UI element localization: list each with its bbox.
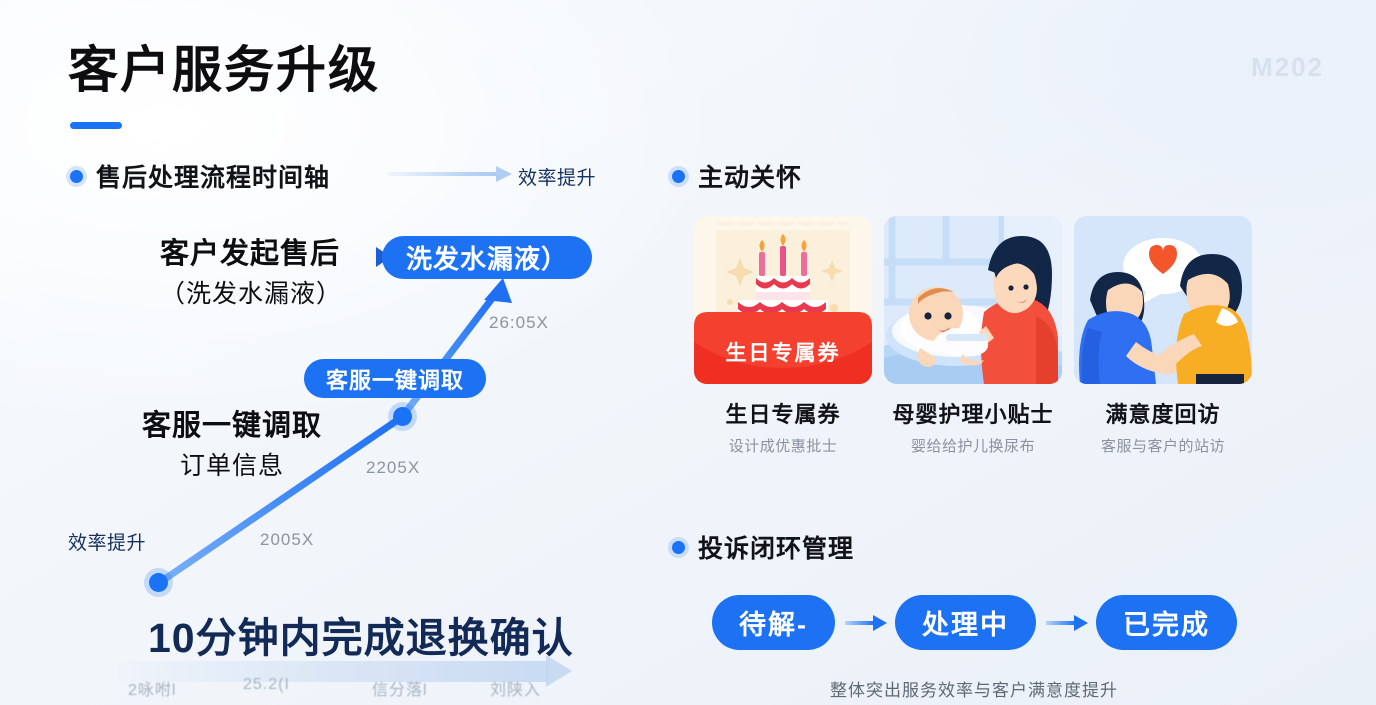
flow-step-processing[interactable]: 处理中	[895, 595, 1036, 650]
timeline-stage-2-subtitle: 订单信息	[180, 452, 285, 480]
efficiency-arrow-label: 效率提升	[518, 168, 597, 189]
flow-step-pending[interactable]: 待解-	[712, 595, 835, 650]
timeline-axis-tick-1: 2咏咐l	[128, 682, 177, 699]
care-card-subtitle: 设计成优惠批士	[728, 438, 838, 455]
bullet-dot-icon	[672, 169, 685, 183]
timeline-axis-bar	[118, 661, 548, 682]
arrow-head	[1074, 614, 1088, 631]
arrow-shaft	[845, 620, 875, 625]
timeline-line-graphic	[155, 278, 512, 587]
timeline-stage-2: 客服一键调取 订单信息	[142, 402, 322, 482]
timeline-node-mid	[393, 407, 412, 426]
page-title: 客户服务升级	[68, 42, 380, 98]
birthday-coupon-cake-icon: 生日专属券	[694, 216, 872, 384]
card-badge-label: 生日专属券	[725, 342, 841, 365]
arrow-head	[873, 614, 887, 631]
timeline-left-axis-label: 效率提升	[68, 533, 147, 554]
timeline-stage-2-title: 客服一键调取	[142, 410, 323, 442]
care-card[interactable]: 母婴护理小贴士 婴给给护儿换尿布	[884, 216, 1062, 456]
bullet-dot-icon	[70, 169, 83, 183]
timeline-axis-tick-2: 25.2(I	[243, 676, 290, 693]
timeline-stage-1: 客户发起售后 （洗发水漏液）	[160, 230, 342, 310]
section-header-care: 主动关怀	[672, 158, 802, 194]
mother-and-baby-icon	[884, 216, 1062, 384]
title-underline-rule	[70, 122, 122, 129]
section-label-complaint: 投诉闭环管理	[698, 535, 855, 563]
timeline-kpi-headline: 10分钟内完成退换确认	[148, 615, 574, 661]
care-card-title: 母婴护理小贴士	[892, 402, 1054, 427]
section-label-timeline: 售后处理流程时间轴	[96, 164, 331, 192]
timeline-metric-3: 2005X	[260, 530, 315, 549]
timeline-metric-1: 26:05X	[489, 313, 549, 332]
arrow-shaft	[388, 172, 500, 176]
care-card-subtitle: 客服与客户的站访	[1100, 438, 1225, 455]
complaint-flow: 待解- 处理中 已完成	[712, 595, 1237, 650]
care-card-subtitle: 婴给给护儿换尿布	[910, 438, 1035, 455]
arrow-head	[496, 166, 512, 182]
timeline-metric-2: 2205X	[366, 458, 421, 477]
section-header-timeline: 售后处理流程时间轴	[70, 158, 330, 194]
timeline-node-start	[149, 573, 168, 592]
timeline-pill-issue[interactable]: 洗发水漏液）	[382, 236, 593, 279]
arrow-shaft	[1046, 620, 1076, 625]
timeline-stage-1-subtitle: （洗发水漏液）	[160, 280, 343, 308]
flow-step-completed[interactable]: 已完成	[1096, 595, 1237, 650]
flow-arrow-icon	[835, 612, 895, 634]
section-label-care: 主动关怀	[698, 164, 803, 192]
care-card[interactable]: 满意度回访 客服与客户的站访	[1074, 216, 1252, 456]
flow-arrow-icon	[1036, 612, 1096, 634]
timeline-stage-1-title: 客户发起售后	[160, 238, 341, 270]
timeline-pill-retrieve[interactable]: 客服一键调取	[304, 359, 487, 398]
watermark: M202	[1250, 52, 1324, 82]
care-card-title: 满意度回访	[1105, 402, 1221, 427]
care-card[interactable]: 生日专属券 生日专属券 设计成优惠批士	[694, 216, 872, 456]
two-people-heart-icon	[1074, 216, 1252, 384]
timeline-axis-arrow-head	[546, 655, 572, 687]
complaint-flow-caption: 整体突出服务效率与客户满意度提升	[830, 681, 1118, 700]
timeline-axis-tick-4: 刘陕入	[490, 682, 542, 699]
section-header-complaint: 投诉闭环管理	[672, 529, 854, 565]
timeline-axis-tick-3: 信分落l	[372, 682, 428, 699]
efficiency-arrow-icon	[388, 163, 520, 185]
bullet-dot-icon	[672, 540, 685, 554]
care-card-title: 生日专属券	[725, 402, 841, 427]
